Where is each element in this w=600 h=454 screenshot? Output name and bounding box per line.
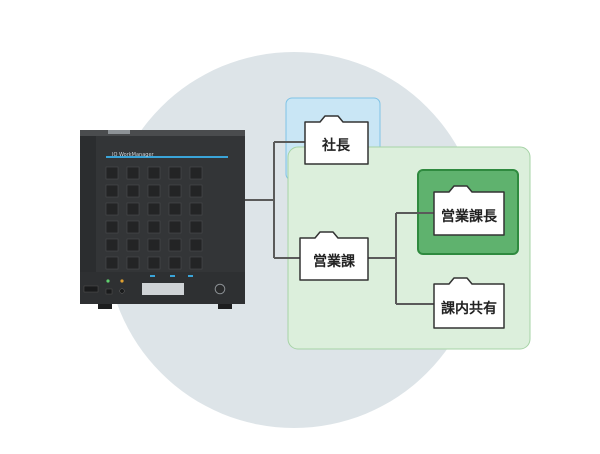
folder-sales-manager-shape: [433, 185, 505, 236]
device-label-plate: [108, 130, 130, 134]
indicator-led-orange: [120, 279, 124, 283]
folder-icon[interactable]: [304, 115, 369, 165]
device-accent-strip: [106, 156, 228, 158]
device-side-shade: [80, 136, 96, 304]
folder-icon[interactable]: [433, 277, 505, 329]
folder-label-president: 社長: [322, 138, 350, 154]
usb-port: [83, 285, 99, 293]
folder-label-sales-manager: 営業課長: [441, 209, 497, 225]
connector-lines: [244, 141, 434, 305]
power-button: [214, 283, 226, 295]
indicator-led-green: [106, 279, 110, 283]
lcd-panel: [142, 283, 184, 295]
status-leds: [150, 275, 193, 277]
folder-label-sales-section: 営業課: [313, 254, 355, 270]
folder-label-section-shared: 課内共有: [441, 301, 497, 317]
nas-server-icon: [80, 130, 245, 309]
device-foot-left: [98, 304, 112, 309]
folder-icon[interactable]: [433, 185, 505, 236]
folder-sales-section-shape: [299, 231, 369, 281]
device-top-face: [80, 130, 245, 138]
folder-president-shape: [304, 115, 369, 165]
device-brand-text: IO WorkManager: [112, 152, 154, 158]
reset-button: [119, 288, 125, 294]
folder-section-shared-shape: [433, 277, 505, 329]
usb-port-2: [105, 288, 113, 295]
device-foot-right: [218, 304, 232, 309]
drive-bay-grid: [105, 166, 203, 270]
folder-icon[interactable]: [299, 231, 369, 281]
